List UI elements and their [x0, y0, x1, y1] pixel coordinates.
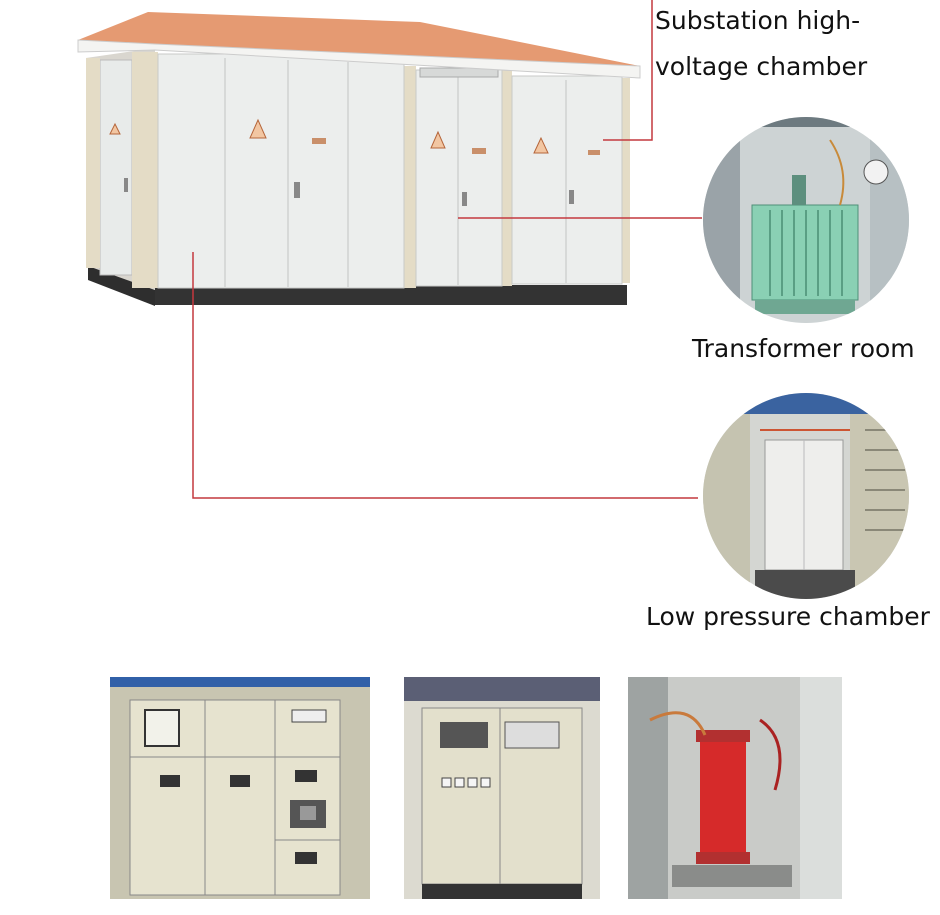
- switchgear-photo: [110, 677, 370, 899]
- label-hv-line1: Substation high-: [655, 6, 861, 35]
- low-pressure-chamber-photo: [703, 393, 909, 599]
- warning-triangle-icon: [109, 118, 549, 154]
- substation-enclosure: [77, 12, 641, 306]
- label-low-pressure-chamber: Low pressure chamber: [646, 602, 930, 631]
- leader-hv: [603, 0, 653, 141]
- label-transformer-room: Transformer room: [692, 334, 915, 363]
- label-hv-line2: voltage chamber: [655, 52, 868, 81]
- leader-low-pressure: [192, 252, 698, 499]
- leader-lines: [192, 0, 702, 499]
- distribution-cabinet-photo: [404, 677, 600, 899]
- transformer-photo: [628, 677, 842, 899]
- transformer-room-photo: [703, 117, 909, 323]
